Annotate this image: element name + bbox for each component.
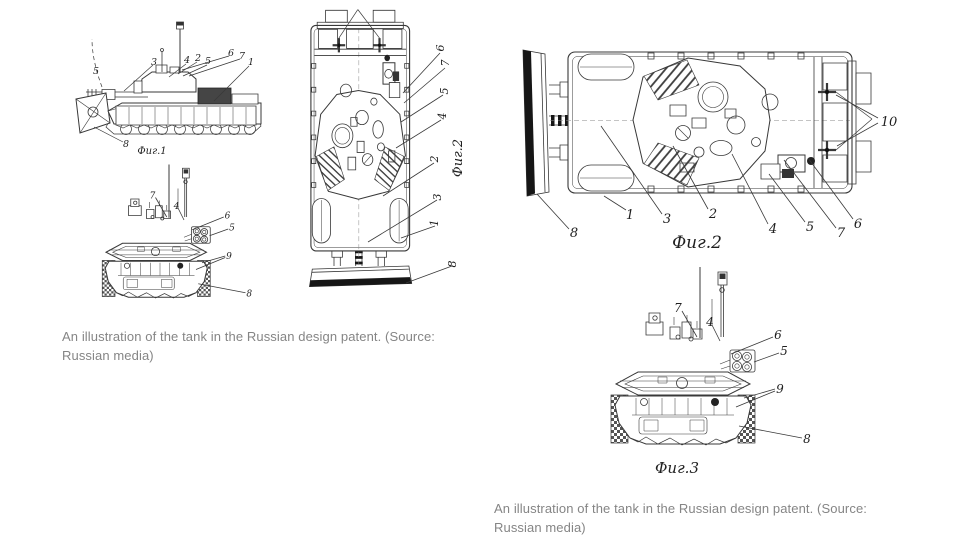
fig1-callout-8: 8 — [123, 139, 129, 150]
fig1-callout-2: 2 — [194, 53, 201, 64]
fig1-callout-6: 6 — [228, 48, 234, 59]
caption-left: An illustration of the tank in the Russi… — [62, 329, 435, 363]
fig2-callout-4: 4 — [768, 222, 777, 237]
fig3-label: Фиг.3 — [655, 459, 699, 477]
fig2-callout-7: 7 — [837, 226, 846, 241]
fig1-callout-7: 7 — [239, 51, 246, 62]
fig2-label: Фиг.2 — [672, 233, 722, 253]
fig1-side-view-drawing: 5 3 4 2 5 6 7 1 8 Фиг.1 — [76, 22, 261, 157]
fig2-top-view-drawing: 8 1 3 2 4 5 7 6 10 Фиг.2 — [521, 48, 898, 253]
fig2-callout-6: 6 — [854, 217, 862, 232]
fig2v-callout-1: 1 — [428, 220, 441, 227]
fig1-callout-5a: 5 — [93, 66, 99, 77]
fig1-callout-4: 4 — [183, 55, 190, 66]
fig2-callout-8: 8 — [570, 226, 578, 241]
fig2v-label: Фиг.2 — [451, 139, 466, 177]
fig3-front-view-drawing: Фиг.3 — [610, 266, 812, 477]
fig2v-callout-3: 3 — [431, 194, 444, 201]
fig2v-callout-7: 7 — [439, 60, 452, 67]
fig1-callout-3: 3 — [151, 57, 157, 68]
fig2v-callout-4: 4 — [436, 113, 449, 121]
fig2-rotated-top-view-drawing: 6 7 5 4 2 3 1 8 Фиг.2 — [308, 8, 466, 288]
fig2-callout-2: 2 — [708, 207, 717, 222]
fig1-callout-5b: 5 — [205, 56, 211, 67]
fig1-callout-1: 1 — [248, 57, 254, 68]
fig2-callout-3: 3 — [663, 212, 671, 227]
front-view-left-drawing — [101, 164, 253, 300]
fig2-callout-10: 10 — [881, 115, 898, 130]
fig1-label: Фиг.1 — [137, 146, 166, 157]
caption-right: An illustration of the tank in the Russi… — [494, 501, 867, 535]
fig2-callout-1: 1 — [626, 208, 634, 223]
fig2v-callout-6: 6 — [434, 45, 447, 52]
fig2-callout-5: 5 — [806, 220, 814, 235]
fig2v-callout-8: 8 — [446, 261, 459, 268]
fig2v-callout-2: 2 — [428, 156, 441, 164]
fig2v-callout-5: 5 — [438, 88, 451, 95]
